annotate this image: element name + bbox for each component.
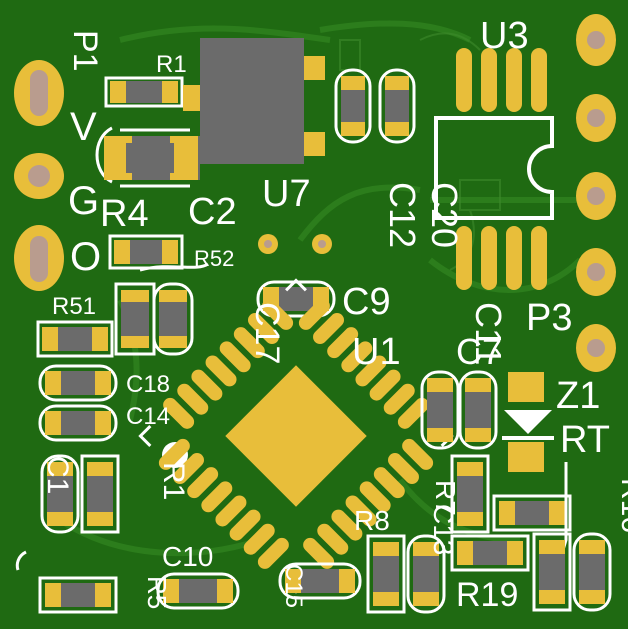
resistor-bottom-right <box>532 532 612 612</box>
diode-z1 <box>502 372 554 472</box>
label-r4: R4 <box>100 193 149 235</box>
label-u7: U7 <box>262 173 311 215</box>
label-rt: RT <box>560 419 610 461</box>
capacitor-c2 <box>95 126 200 188</box>
resistor-r51 <box>36 320 114 358</box>
capacitor-c10 <box>156 572 240 610</box>
capacitor-c20 <box>378 68 416 144</box>
label-c7: C7 <box>456 331 502 372</box>
label-r51: R51 <box>52 293 96 320</box>
label-r8: R8 <box>354 505 390 536</box>
r52-outline <box>139 262 209 272</box>
label-g: G <box>68 179 99 223</box>
label-o: O <box>70 235 101 279</box>
connector-p1 <box>14 60 64 291</box>
label-c15: C15 <box>280 564 307 608</box>
resistor-r1-bottom <box>80 454 120 534</box>
label-v: V <box>70 105 97 149</box>
bottom-silk-ghost <box>339 32 501 271</box>
label-r1-bottom: R1 <box>157 462 190 500</box>
capacitor-c11 <box>420 370 460 450</box>
corner-mark <box>15 550 27 571</box>
silk-labels: P1 R1 V G O R4 C2 U7 C12 C20 U3 R52 R51 … <box>41 15 628 614</box>
label-r7: R7 <box>430 480 461 516</box>
label-c17: C17 <box>248 302 286 364</box>
ic-u3 <box>434 48 554 290</box>
capacitor-c1 <box>40 454 80 534</box>
label-r1-top: R1 <box>156 51 187 78</box>
label-c14: C14 <box>126 403 170 430</box>
label-c9: C9 <box>342 281 391 323</box>
resistor-r19 <box>450 534 530 572</box>
capacitor-c17 <box>114 282 194 356</box>
capacitor-c18 <box>38 364 118 402</box>
capacitor-c12 <box>334 68 372 144</box>
capacitor-c13 <box>406 534 446 614</box>
connector-p3 <box>576 14 616 372</box>
capacitor-c7 <box>458 370 498 450</box>
resistor-r5 <box>38 576 118 614</box>
label-u3: U3 <box>480 15 529 57</box>
label-c18: C18 <box>126 371 170 398</box>
resistor-r1-top <box>104 76 184 108</box>
capacitor-c14 <box>38 404 118 442</box>
label-z1: Z1 <box>556 375 600 417</box>
resistor-r4 <box>108 234 184 270</box>
label-c20: C20 <box>424 182 465 248</box>
resistor-r7 <box>450 454 490 534</box>
label-u1: U1 <box>352 331 401 373</box>
label-r52: R52 <box>194 246 234 271</box>
label-c13: C13 <box>428 504 459 555</box>
label-c10: C10 <box>162 541 213 572</box>
label-p3: P3 <box>526 297 572 339</box>
label-c2: C2 <box>188 191 237 233</box>
label-r16: R16 <box>615 478 628 533</box>
capacitor-c15 <box>278 562 362 600</box>
label-c11: C11 <box>468 302 509 365</box>
label-c1: C1 <box>41 456 74 494</box>
label-c12: C12 <box>382 182 423 248</box>
label-r5: R5 <box>142 576 172 609</box>
vias <box>258 234 332 254</box>
resistor-r16 <box>492 494 572 532</box>
label-p1: P1 <box>66 30 104 72</box>
capacitor-c9 <box>256 280 336 318</box>
label-r19: R19 <box>456 576 518 614</box>
regulator-u7 <box>183 38 325 164</box>
resistor-r8 <box>366 534 406 614</box>
